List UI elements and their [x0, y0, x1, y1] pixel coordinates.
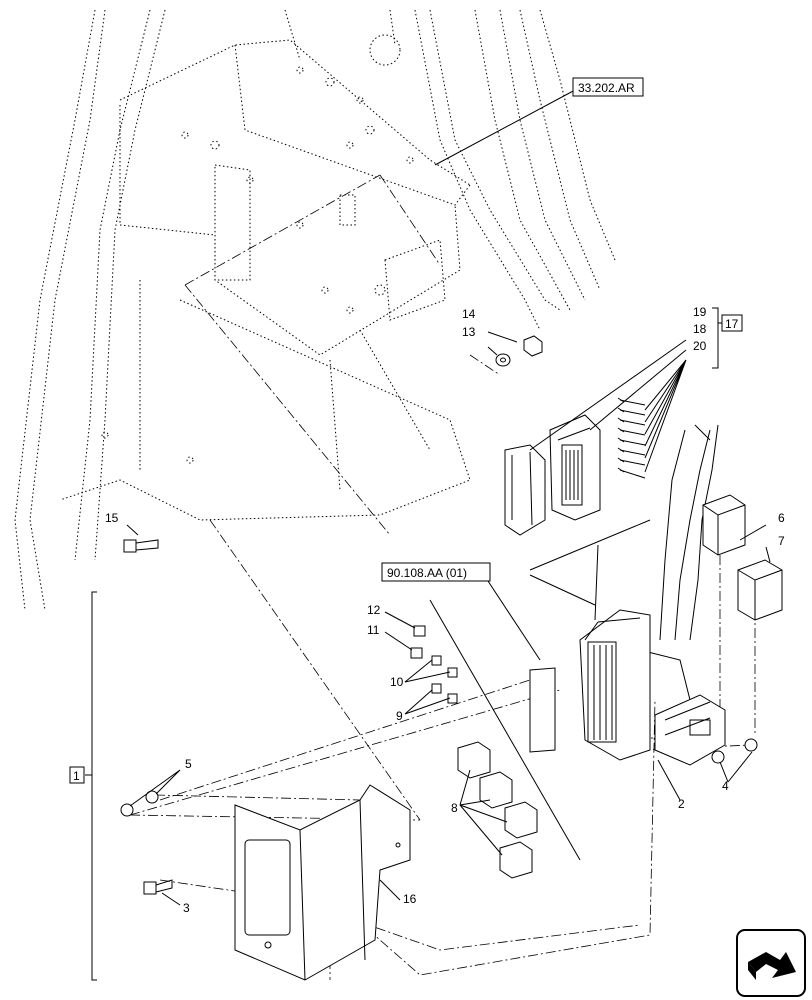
callout-2: 2	[678, 797, 685, 811]
relay-7	[737, 559, 783, 621]
relay-6	[702, 494, 746, 556]
harness-cable	[529, 424, 719, 701]
main-connector	[579, 609, 651, 761]
fuses	[410, 625, 458, 704]
harness-ref-label[interactable]: 90.108.AA (01)	[387, 566, 467, 580]
mini-relays	[457, 741, 538, 879]
callout-16: 16	[403, 892, 417, 906]
terminals	[617, 397, 646, 479]
callout-10: 10	[390, 675, 404, 689]
kit-17-box	[721, 314, 743, 332]
callout-20: 20	[693, 339, 707, 353]
frame-ref-label[interactable]: 33.202.AR	[578, 81, 635, 95]
mounting-bracket-16	[234, 784, 411, 981]
callout-18: 18	[693, 322, 707, 336]
callout-12: 12	[367, 603, 381, 617]
next-page-arrow-icon[interactable]	[736, 929, 806, 997]
callout-19: 19	[693, 305, 707, 319]
kit-17-label: 17	[725, 317, 739, 331]
harness-ref-box	[381, 562, 491, 582]
washer-13	[495, 353, 511, 367]
callout-13: 13	[462, 325, 476, 339]
kit-1-label: 1	[73, 769, 80, 783]
kit-1-bracket	[85, 591, 97, 981]
callout-6: 6	[778, 511, 785, 525]
bolt-15	[123, 539, 159, 553]
relay-bracket	[654, 694, 726, 766]
kit-17-bracket	[712, 307, 722, 369]
callout-8: 8	[451, 801, 458, 815]
bolt-3	[143, 879, 173, 895]
bolts-4	[711, 738, 758, 764]
callout-9: 9	[396, 709, 403, 723]
callout-7: 7	[778, 534, 785, 548]
callout-11: 11	[367, 623, 380, 637]
callout-15: 15	[105, 511, 119, 525]
nut-14	[523, 335, 543, 357]
nuts-5	[120, 790, 159, 817]
cover-plate	[529, 667, 556, 753]
frame-ref-box	[572, 77, 644, 97]
callout-14: 14	[462, 307, 476, 321]
frame-structure	[14, 9, 616, 611]
callout-5: 5	[185, 757, 192, 771]
callout-3: 3	[183, 901, 190, 915]
leader-lines	[126, 89, 771, 906]
kit-1-box	[69, 766, 85, 784]
callout-4: 4	[722, 779, 729, 793]
connector-housing	[504, 414, 601, 536]
